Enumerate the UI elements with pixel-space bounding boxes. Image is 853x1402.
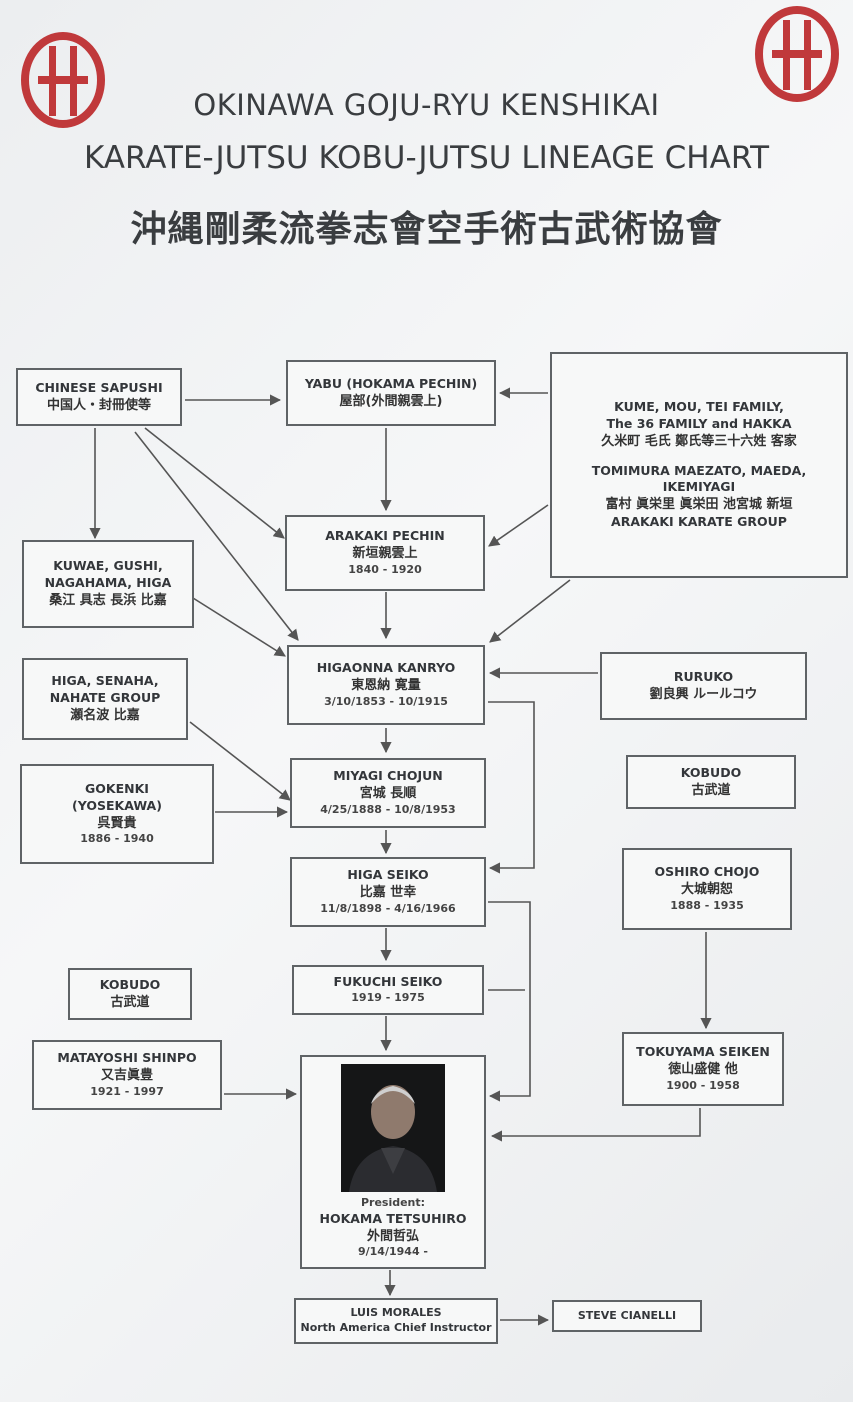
node-gokenki: GOKENKI (YOSEKAWA) 呉賢貴 1886 - 1940 <box>20 764 214 864</box>
node-name: IKEMIYAGI <box>662 479 736 495</box>
node-name: TOMIMURA MAEZATO, MAEDA, <box>591 462 807 478</box>
node-higa-senaha-group: HIGA, SENAHA, NAHATE GROUP 瀬名波 比嘉 <box>22 658 188 740</box>
node-dates: 11/8/1898 - 4/16/1966 <box>320 901 456 915</box>
node-miyagi-chojun: MIYAGI CHOJUN 宮城 長順 4/25/1888 - 10/8/195… <box>290 758 486 828</box>
node-luis-morales: LUIS MORALES North America Chief Instruc… <box>294 1298 498 1344</box>
node-dates: 1886 - 1940 <box>80 832 154 846</box>
edge-higaonna-higaseiko <box>488 701 535 874</box>
chart-title-japanese: 沖縄剛柔流拳志會空手術古武術協會 <box>130 209 723 250</box>
node-japanese: 久米町 毛氏 鄭氏等三十六姓 客家 <box>601 434 797 450</box>
node-kume-tomimura-group: KUME, MOU, TEI FAMILY, The 36 FAMILY and… <box>550 352 848 578</box>
node-name: LUIS MORALES <box>350 1306 442 1320</box>
node-japanese: 呉賢貴 <box>97 815 137 831</box>
node-japanese: 古武道 <box>691 782 731 798</box>
node-yabu: YABU (HOKAMA PECHIN) 屋部(外間親雲上) <box>286 360 496 426</box>
president-portrait <box>341 1063 445 1192</box>
node-dates: 1900 - 1958 <box>666 1078 740 1092</box>
node-tokuyama-seiken: TOKUYAMA SEIKEN 徳山盛健 他 1900 - 1958 <box>622 1032 784 1106</box>
chart-title: OKINAWA GOJU-RYU KENSHIKAI <box>193 88 660 122</box>
node-dates: 1888 - 1935 <box>670 898 744 912</box>
node-japanese: 古武道 <box>110 994 150 1010</box>
node-name: KOBUDO <box>99 976 161 992</box>
node-japanese: 中国人・封冊使等 <box>46 397 151 413</box>
node-name: YABU (HOKAMA PECHIN) <box>304 375 478 391</box>
node-arakaki-pechin: ARAKAKI PECHIN 新垣親雲上 1840 - 1920 <box>285 515 485 591</box>
node-name: FUKUCHI SEIKO <box>333 974 443 990</box>
edge-higaseiko-hokama <box>488 901 531 1102</box>
node-name: HIGAONNA KANRYO <box>316 660 456 676</box>
node-japanese: 比嘉 世幸 <box>359 885 417 901</box>
node-title: North America Chief Instructor <box>300 1321 492 1334</box>
edge-higagroup-miyagi <box>189 721 291 801</box>
node-japanese: 徳山盛健 他 <box>668 1062 738 1078</box>
edge-tokuyama-hokama <box>490 1108 701 1142</box>
node-oshiro-chojo: OSHIRO CHOJO 大城朝恕 1888 - 1935 <box>622 848 792 930</box>
node-higaonna-kanryo: HIGAONNA KANRYO 東恩納 寛量 3/10/1853 - 10/19… <box>287 645 485 725</box>
chart-subtitle: KARATE-JUTSU KOBU-JUTSU LINEAGE CHART <box>83 140 770 176</box>
node-japanese: 瀬名波 比嘉 <box>70 708 140 724</box>
kenshikai-emblem-icon <box>755 6 839 102</box>
node-higa-seiko: HIGA SEIKO 比嘉 世幸 11/8/1898 - 4/16/1966 <box>290 857 486 927</box>
node-name: ARAKAKI KARATE GROUP <box>611 513 787 529</box>
node-hokama-tetsuhiro: President: HOKAMA TETSUHIRO 外間哲弘 9/14/19… <box>300 1055 486 1269</box>
node-dates: 1921 - 1997 <box>90 1084 164 1098</box>
edge-chinese-higaonna <box>134 431 299 641</box>
node-name: MATAYOSHI SHINPO <box>57 1050 197 1066</box>
node-name: GOKENKI <box>85 780 149 796</box>
node-name: OSHIRO CHOJO <box>654 864 760 880</box>
node-name: KUWAE, GUSHI, <box>53 558 163 574</box>
node-japanese: 外間哲弘 <box>366 1228 419 1244</box>
node-dates: 3/10/1853 - 10/1915 <box>324 694 448 708</box>
node-steve-cianelli: STEVE CIANELLI <box>552 1300 702 1332</box>
node-name: The 36 FAMILY and HAKKA <box>606 416 792 432</box>
node-kobudo-right: KOBUDO 古武道 <box>626 755 796 809</box>
node-japanese: 劉良興 ルールコウ <box>649 686 758 702</box>
node-name: (YOSEKAWA) <box>72 797 162 813</box>
node-name: KUME, MOU, TEI FAMILY, <box>614 399 784 415</box>
node-dates: 1840 - 1920 <box>348 562 422 576</box>
node-fukuchi-seiko: FUKUCHI SEIKO 1919 - 1975 <box>292 965 484 1015</box>
node-japanese: 屋部(外間親雲上) <box>339 393 443 409</box>
node-name: NAHATE GROUP <box>49 690 161 706</box>
node-name: ARAKAKI PECHIN <box>325 528 445 544</box>
node-name: RURUKO <box>673 668 734 684</box>
node-japanese: 富村 眞栄里 眞栄田 池宮城 新垣 <box>605 497 793 513</box>
node-name: HIGA, SENAHA, <box>51 673 159 689</box>
edge-chinese-arakaki <box>144 427 285 539</box>
node-japanese: 大城朝恕 <box>680 882 733 898</box>
node-role: President: <box>360 1195 426 1209</box>
node-japanese: 新垣親雲上 <box>352 546 418 562</box>
kenshikai-emblem-icon <box>21 32 105 128</box>
edge-kume-higaonna <box>489 579 571 643</box>
node-name: TOKUYAMA SEIKEN <box>636 1044 770 1060</box>
node-japanese: 桑江 具志 長浜 比嘉 <box>49 593 167 609</box>
node-kobudo-left: KOBUDO 古武道 <box>68 968 192 1020</box>
node-name: MIYAGI CHOJUN <box>333 768 443 784</box>
node-name: NAGAHAMA, HIGA <box>44 575 172 591</box>
node-name: HIGA SEIKO <box>347 867 429 883</box>
node-dates: 4/25/1888 - 10/8/1953 <box>320 802 456 816</box>
node-kuwae-gushi: KUWAE, GUSHI, NAGAHAMA, HIGA 桑江 具志 長浜 比嘉 <box>22 540 194 628</box>
node-chinese-sapushi: CHINESE SAPUSHI 中国人・封冊使等 <box>16 368 182 426</box>
node-matayoshi-shinpo: MATAYOSHI SHINPO 又吉眞豊 1921 - 1997 <box>32 1040 222 1110</box>
node-name: CHINESE SAPUSHI <box>35 379 163 395</box>
node-dates: 9/14/1944 - <box>357 1245 428 1259</box>
node-japanese: 又吉眞豊 <box>100 1068 153 1084</box>
edge-kume-arakaki <box>488 504 549 547</box>
node-name: STEVE CIANELLI <box>577 1308 677 1322</box>
node-name: HOKAMA TETSUHIRO <box>319 1210 467 1226</box>
node-name: KOBUDO <box>680 764 742 780</box>
edge-kuwae-higaonna <box>192 597 286 657</box>
node-japanese: 宮城 長順 <box>359 786 417 802</box>
node-dates: 1919 - 1975 <box>351 991 425 1005</box>
node-japanese: 東恩納 寛量 <box>351 678 421 694</box>
node-ruruko: RURUKO 劉良興 ルールコウ <box>600 652 807 720</box>
